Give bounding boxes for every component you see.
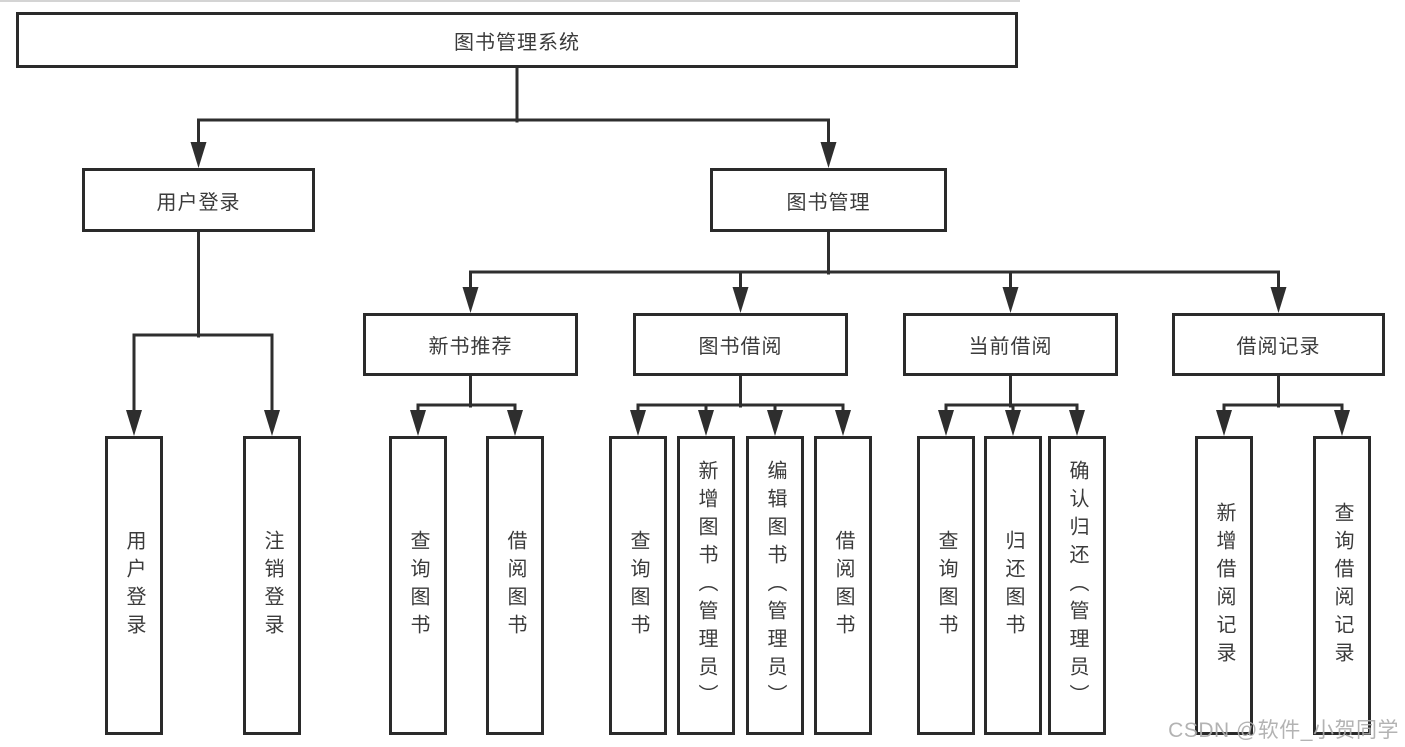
node-label: 查询图书 xyxy=(407,529,429,642)
leaf-add-book-admin: 新增图书（管理员） xyxy=(677,436,735,735)
top-edge-line xyxy=(0,0,1020,2)
node-label: 新增图书（管理员） xyxy=(695,459,717,712)
node-label: 图书管理系统 xyxy=(454,31,580,54)
leaf-return-book: 归还图书 xyxy=(984,436,1042,735)
node-label: 借阅记录 xyxy=(1236,336,1321,358)
node-label: 查询借阅记录 xyxy=(1331,501,1353,670)
node-label: 注销登录 xyxy=(261,529,283,642)
node-label: 当前借阅 xyxy=(968,336,1053,358)
watermark: CSDN @软件_小贺同学 xyxy=(1168,719,1399,742)
leaf-add-borrow-record: 新增借阅记录 xyxy=(1195,436,1253,735)
node-label: 新增借阅记录 xyxy=(1213,501,1235,670)
node-label: 借阅图书 xyxy=(832,529,854,642)
node-label: 查询图书 xyxy=(935,529,957,642)
node-label: 图书管理 xyxy=(786,191,871,214)
leaf-query-borrow-record: 查询借阅记录 xyxy=(1313,436,1371,735)
leaf-logout: 注销登录 xyxy=(243,436,301,735)
leaf-query-books-borrowing: 查询图书 xyxy=(609,436,667,735)
node-label: 借阅图书 xyxy=(504,529,526,642)
node-library-system: 图书管理系统 xyxy=(16,12,1018,68)
node-book-management: 图书管理 xyxy=(710,168,947,232)
node-label: 用户登录 xyxy=(123,529,145,642)
node-label: 查询图书 xyxy=(627,529,649,642)
leaf-query-books-current: 查询图书 xyxy=(917,436,975,735)
leaf-borrow-books-borrowing: 借阅图书 xyxy=(814,436,872,735)
node-label: 确认归还（管理员） xyxy=(1066,459,1088,712)
node-book-borrowing: 图书借阅 xyxy=(633,313,848,376)
node-new-book-recommend: 新书推荐 xyxy=(363,313,578,376)
node-borrowing-records: 借阅记录 xyxy=(1172,313,1385,376)
node-label: 归还图书 xyxy=(1002,529,1024,642)
leaf-query-books-recommend: 查询图书 xyxy=(389,436,447,735)
node-current-borrowing: 当前借阅 xyxy=(903,313,1118,376)
leaf-user-login: 用户登录 xyxy=(105,436,163,735)
node-label: 新书推荐 xyxy=(428,336,513,358)
leaf-edit-book-admin: 编辑图书（管理员） xyxy=(746,436,804,735)
node-label: 用户登录 xyxy=(156,191,241,214)
node-label: 图书借阅 xyxy=(698,336,783,358)
node-user-login: 用户登录 xyxy=(82,168,315,232)
node-label: 编辑图书（管理员） xyxy=(764,459,786,712)
leaf-borrow-books-recommend: 借阅图书 xyxy=(486,436,544,735)
leaf-confirm-return-admin: 确认归还（管理员） xyxy=(1048,436,1106,735)
